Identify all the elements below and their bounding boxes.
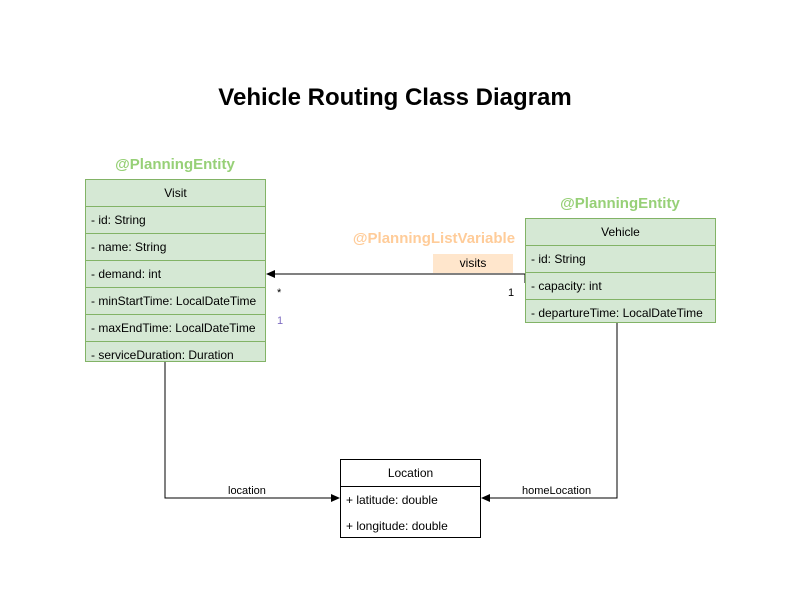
- vehicle-class[interactable]: Vehicle - id: String - capacity: int - d…: [525, 218, 716, 323]
- visits-association-line: [266, 270, 526, 283]
- location-class-name: Location: [341, 460, 480, 487]
- location-class[interactable]: Location + latitude: double + longitude:…: [340, 459, 481, 538]
- visit-attribute: - id: String: [86, 207, 265, 234]
- location-edge-label: location: [228, 485, 266, 497]
- location-attribute: + latitude: double: [346, 493, 438, 507]
- visit-annotation: @PlanningEntity: [115, 156, 235, 173]
- vehicle-attribute: - capacity: int: [526, 273, 715, 300]
- home-location-edge-label: homeLocation: [522, 485, 592, 497]
- visit-class[interactable]: Visit - id: String - name: String - dema…: [85, 179, 266, 362]
- visits-target-multiplicity: *: [277, 287, 282, 299]
- vehicle-class-name: Vehicle: [526, 219, 715, 246]
- planning-list-variable-annotation: @PlanningListVariable: [352, 230, 516, 247]
- visit-attribute: - minStartTime: LocalDateTime: [86, 288, 265, 315]
- vehicle-attribute: - id: String: [526, 246, 715, 273]
- visit-attribute: - serviceDuration: Duration: [91, 348, 234, 362]
- visit-class-name: Visit: [86, 180, 265, 207]
- visits-source-multiplicity: 1: [508, 287, 515, 299]
- location-attribute: + longitude: double: [346, 519, 448, 533]
- diagram-title: Vehicle Routing Class Diagram: [218, 84, 572, 111]
- visits-edge-label: visits: [433, 254, 513, 273]
- vehicle-annotation: @PlanningEntity: [560, 195, 680, 212]
- visit-attribute: - name: String: [86, 234, 265, 261]
- visit-attribute: - demand: int: [86, 261, 265, 288]
- visit-extra-multiplicity: 1: [277, 315, 284, 327]
- vehicle-attribute: - departureTime: LocalDateTime: [531, 306, 703, 320]
- visit-location-line: [164, 361, 340, 502]
- visit-attribute: - maxEndTime: LocalDateTime: [86, 315, 265, 342]
- vehicle-home-location-line: [481, 322, 618, 502]
